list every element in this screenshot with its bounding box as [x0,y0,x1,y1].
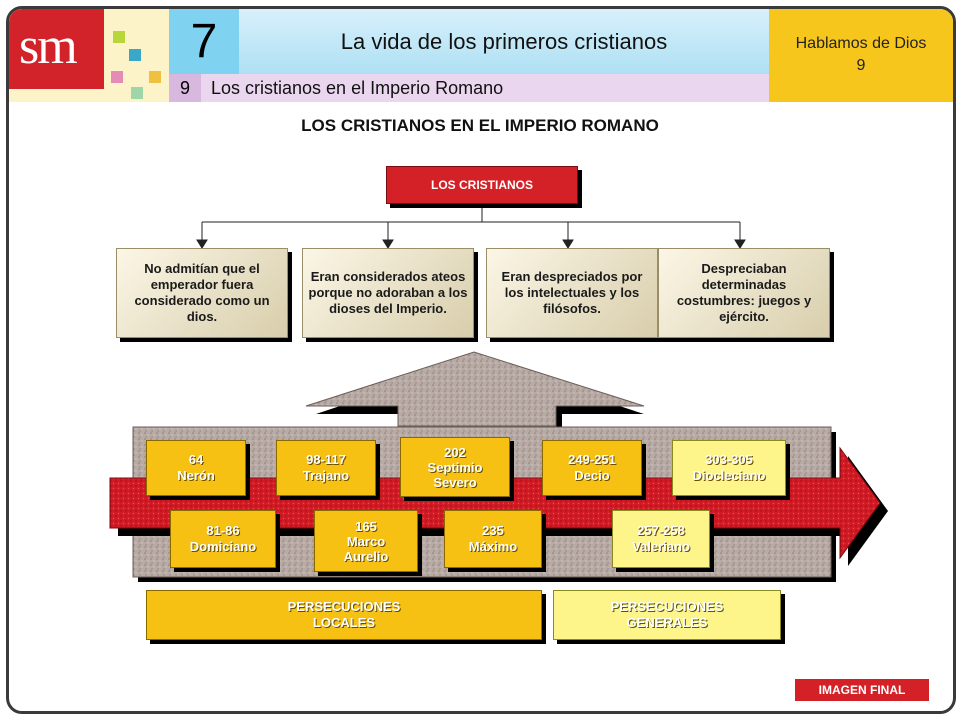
lesson-title: Los cristianos en el Imperio Romano [211,78,504,98]
persecution-emperor: Nerón [177,468,215,483]
reason-box: No admitían que el emperador fuera consi… [116,248,288,338]
legend-line: LOCALES [312,615,376,630]
decor-square [111,71,123,83]
reason-box: Despreciaban determinadas costumbres: ju… [658,248,830,338]
decor-square [149,71,161,83]
roof-shape [305,351,645,434]
persecution-years: 64 [188,452,204,467]
persecution-years: 303-305 [705,452,753,467]
persecution-years: 98-117 [306,452,346,467]
cristianos-box: LOS CRISTIANOS [386,166,578,204]
legend-line: PERSECUCIONES [610,599,724,614]
decor-square [131,87,143,99]
persecution-years: 165 [355,518,377,534]
persecution-emperor: Marco Aurelio [343,533,389,564]
logo-text: sm [19,18,78,75]
persecution-emperor: Valeriano [632,539,690,554]
main-title: LOS CRISTIANOS EN EL IMPERIO ROMANO [301,116,659,135]
reason-box: Eran considerados ateos porque no adorab… [302,248,474,338]
persecution-emperor: Septimio Severo [427,459,483,490]
persecution-years: 81-86 [206,523,240,538]
persecution-emperor: Trajano [302,468,350,483]
unit-title: La vida de los primeros cristianos [340,29,668,54]
logo-area: sm [9,9,169,102]
legend-line: PERSECUCIONES [287,599,401,614]
persecution-years: 235 [482,523,504,538]
persecution-years: 202 [444,444,466,460]
series-number: 9 [856,57,866,74]
imagen-final-button[interactable]: IMAGEN FINAL [795,679,929,701]
persecution-emperor: Domiciano [189,539,257,554]
lesson-title-bar: Los cristianos en el Imperio Romano [201,74,769,102]
persecution-emperor: Máximo [468,539,518,554]
unit-number: 7 [169,9,239,74]
unit-title-bar: La vida de los primeros cristianos [239,9,769,74]
legend-line: GENERALES [626,615,708,630]
connector-lines [196,204,746,249]
series-label: Hablamos de Dios 9 [769,9,953,102]
decor-square [129,49,141,61]
sm-logo: sm [9,9,104,89]
persecution-years: 249-251 [568,452,616,467]
series-name: Hablamos de Dios [795,35,927,52]
persecution-emperor: Diocleciano [692,468,766,483]
lesson-number: 9 [169,74,201,102]
reason-box: Eran despreciados por los intelectuales … [486,248,658,338]
decor-square [113,31,125,43]
persecution-emperor: Decio [574,468,610,483]
persecution-years: 257-258 [637,523,685,538]
